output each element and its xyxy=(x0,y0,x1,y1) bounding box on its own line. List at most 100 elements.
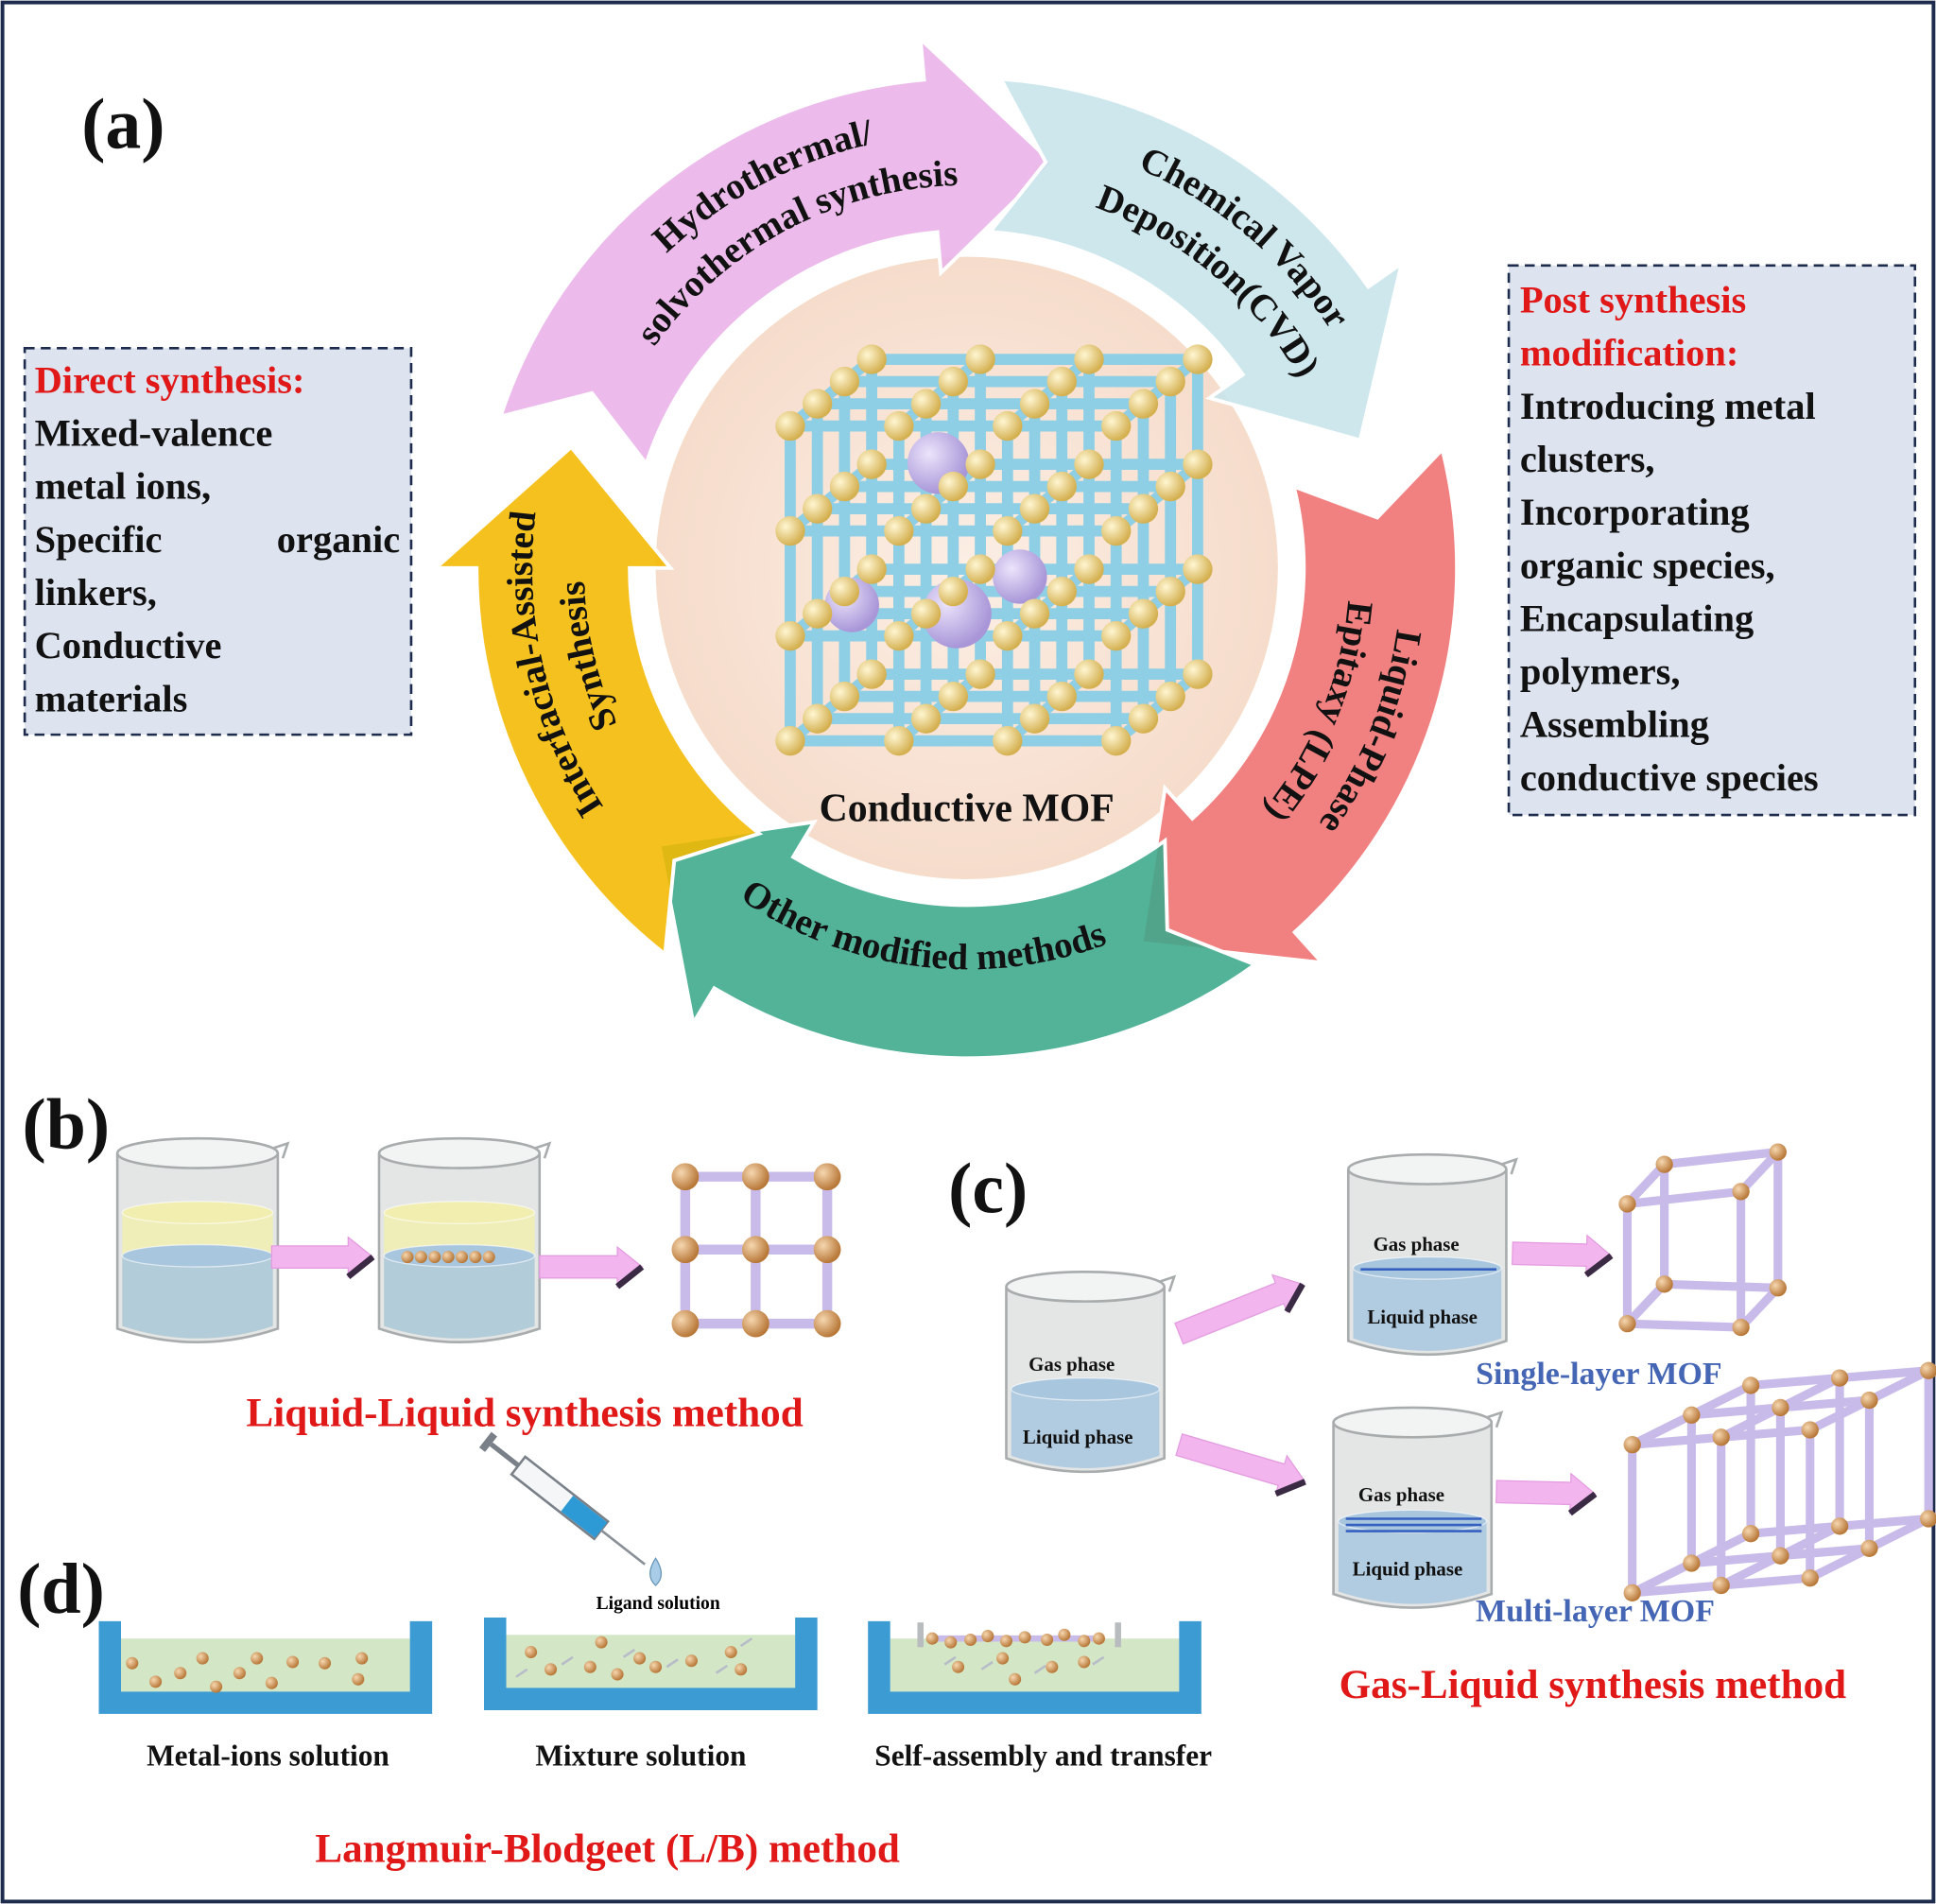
metal-node xyxy=(1860,1391,1878,1410)
metal-ion xyxy=(251,1652,264,1665)
liquid-phase-label: Liquid phase xyxy=(1353,1558,1463,1581)
direct-box-line: organic xyxy=(277,518,400,561)
linker-bar xyxy=(1622,1319,1746,1332)
linker-bar xyxy=(1737,1148,1783,1196)
subphase-liquid xyxy=(121,1638,410,1692)
post-box-title: Post synthesis xyxy=(1520,278,1746,320)
direct-box-line: materials xyxy=(35,677,188,719)
langmuir-blodgett-method-title: Langmuir-Blodgeet (L/B) method xyxy=(315,1827,899,1872)
metal-node xyxy=(1128,598,1159,629)
metal-node xyxy=(1618,1195,1636,1213)
process-arrow xyxy=(1512,1234,1613,1276)
metal-ion xyxy=(595,1636,608,1649)
beaker-liquid xyxy=(384,1255,535,1339)
trough xyxy=(98,1620,433,1714)
interface-particle xyxy=(482,1251,495,1264)
metal-node xyxy=(1712,1428,1730,1446)
direct-synthesis-box: Direct synthesis: Mixed-valence metal io… xyxy=(23,347,413,736)
metal-ion xyxy=(964,1633,977,1647)
metal-node xyxy=(1920,1510,1936,1528)
liquid-surface xyxy=(1338,1509,1488,1533)
metal-node xyxy=(671,1236,700,1264)
metal-node xyxy=(1155,576,1185,607)
linker-bar xyxy=(1628,1432,1726,1449)
linker-bar xyxy=(1737,1283,1783,1332)
metal-node xyxy=(671,1163,700,1191)
beaker-spout xyxy=(272,1141,290,1159)
single-layer-mof-label: Single-layer MOF xyxy=(1476,1357,1721,1392)
metal-node xyxy=(829,576,860,607)
metal-node xyxy=(1046,576,1077,607)
linker-bar xyxy=(1686,1403,1785,1420)
metal-node xyxy=(910,493,942,524)
conductive-mof-lattice xyxy=(775,344,1213,756)
ligand-molecule xyxy=(739,1637,753,1648)
linker-bar xyxy=(1660,1148,1783,1169)
gas-liquid-method-title: Gas-Liquid synthesis method xyxy=(1340,1663,1846,1707)
subphase-liquid xyxy=(506,1635,796,1688)
beaker xyxy=(377,1136,552,1344)
barrier xyxy=(1115,1622,1121,1648)
post-box-line: Encapsulating xyxy=(1520,597,1754,639)
metal-node xyxy=(802,598,833,629)
linker-bar xyxy=(1775,1544,1875,1561)
linker-bar xyxy=(1806,1395,1875,1435)
ligand-molecule xyxy=(561,1655,574,1666)
metal-node xyxy=(938,681,968,712)
metal-node xyxy=(965,449,995,479)
interface-particle xyxy=(455,1251,469,1264)
metal-node xyxy=(741,1163,769,1191)
process-arrow xyxy=(1174,1273,1304,1345)
linker-bar xyxy=(1864,1514,1933,1553)
panel-label-a: (a) xyxy=(81,85,164,164)
syringe-icon xyxy=(478,1431,646,1566)
ligand-molecule xyxy=(943,1655,957,1666)
gas-phase-label: Gas phase xyxy=(1028,1353,1115,1376)
metal-ion xyxy=(355,1652,369,1665)
metal-ion xyxy=(1058,1628,1071,1641)
metal-node xyxy=(965,554,995,584)
metal-node xyxy=(1019,493,1050,524)
metal-node xyxy=(1046,366,1077,397)
arrow-tip-edge xyxy=(615,1264,645,1290)
linker-bar xyxy=(1864,1366,1933,1405)
metal-node xyxy=(1830,1369,1849,1387)
gas-phase-label: Gas phase xyxy=(1358,1483,1444,1506)
metal-ion xyxy=(735,1663,748,1676)
post-box-line: organic species, xyxy=(1520,544,1775,586)
metal-ion xyxy=(633,1652,647,1665)
ligand-molecule xyxy=(515,1668,528,1678)
metal-node xyxy=(1183,659,1213,689)
trough-walls xyxy=(868,1620,1201,1714)
liquid-phase-label: Liquid phase xyxy=(1367,1306,1478,1328)
interface-particle xyxy=(401,1251,414,1264)
metal-node xyxy=(1128,493,1159,524)
process-arrow xyxy=(270,1236,374,1278)
metal-node xyxy=(1101,725,1132,756)
metal-node xyxy=(829,471,860,502)
metal-node xyxy=(813,1309,841,1338)
metal-node xyxy=(1801,1569,1819,1587)
metal-node xyxy=(671,1309,700,1338)
ligand-molecule xyxy=(980,1660,994,1670)
post-box-title: modification: xyxy=(1520,332,1739,374)
post-box-line: Incorporating xyxy=(1520,491,1750,533)
metal-ion xyxy=(1078,1635,1091,1648)
metal-ion xyxy=(952,1660,965,1673)
metal-node xyxy=(813,1236,841,1264)
syringe-needle xyxy=(600,1529,646,1566)
ligand-solution-label: Ligand solution xyxy=(596,1594,720,1614)
metal-ion xyxy=(999,1635,1013,1648)
metal-node xyxy=(1183,344,1213,374)
liquid-phase-label: Liquid phase xyxy=(1023,1426,1133,1448)
liquid-liquid-illustration xyxy=(115,1136,841,1344)
metal-node xyxy=(1772,1547,1789,1565)
metal-ion xyxy=(944,1636,958,1649)
metal-node xyxy=(1019,598,1050,629)
metal-node xyxy=(856,449,887,479)
beaker-spout xyxy=(1486,1411,1504,1428)
liquid-surface xyxy=(383,1201,536,1224)
arrow-tip-edge xyxy=(1583,1253,1614,1278)
step-label-self-assembly: Self-assembly and transfer xyxy=(874,1740,1212,1773)
trough-walls xyxy=(98,1620,433,1714)
